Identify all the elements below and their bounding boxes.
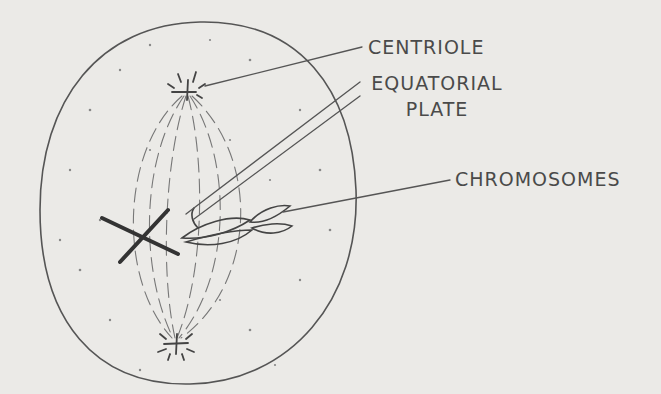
cytoplasm-dots <box>59 39 332 371</box>
chromosome <box>102 210 178 262</box>
structure-label: CHROMOSOMES <box>455 166 621 192</box>
chromosome <box>182 206 292 245</box>
centriole-symbol <box>168 72 205 100</box>
centriole-symbol <box>158 334 194 360</box>
cell-membrane <box>40 22 356 384</box>
structure-label: EQUATORIAL PLATE <box>362 70 512 122</box>
structure-label: CENTRIOLE <box>368 34 484 60</box>
spindle-fibres <box>133 96 240 338</box>
